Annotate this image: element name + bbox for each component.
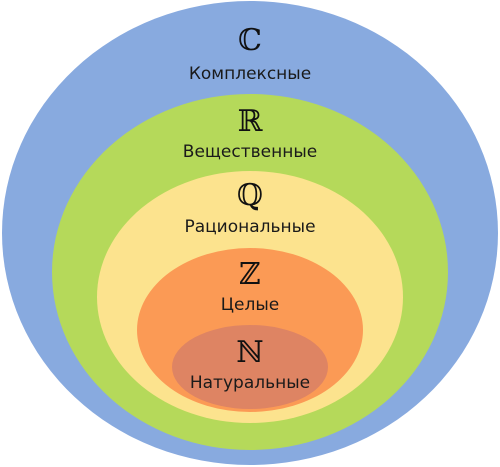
complex-set-symbol: ℂ	[238, 23, 262, 58]
complex-set-label: Комплексные	[189, 64, 311, 84]
natural-set-symbol: ℕ	[236, 335, 263, 370]
integer-set-symbol: ℤ	[239, 257, 261, 292]
natural-set-region	[172, 325, 328, 409]
real-set-label: Вещественные	[183, 142, 317, 162]
real-set-symbol: ℝ	[238, 104, 264, 139]
natural-set-label: Натуральные	[190, 373, 310, 393]
rational-set-label: Рациональные	[184, 217, 315, 237]
rational-set-symbol: ℚ	[237, 178, 263, 213]
integer-set-label: Целые	[221, 295, 279, 315]
